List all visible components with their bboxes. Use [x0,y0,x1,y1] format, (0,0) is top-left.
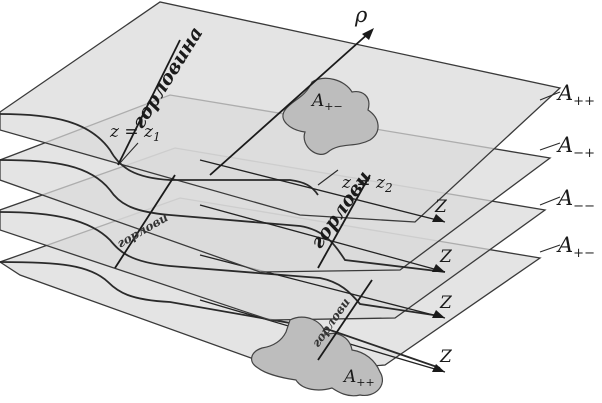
throat-pointer-2 [317,169,339,186]
throat-pointer-1 [119,142,139,164]
z-label-4: Z [439,347,453,367]
leader-a-mm [539,196,561,206]
z-arrow-2 [432,264,445,272]
blob-bottom-label: A++ [342,367,375,389]
z1-label: z = z1 [109,122,161,144]
region-blob-top [282,77,379,155]
z-axis-line-1 [199,159,446,223]
blob-top-label: A+− [310,91,343,113]
leader-a-pp [539,91,561,101]
plane-label-a-pp: A++ [556,81,595,109]
z-arrow-4 [432,364,445,372]
z-label-1: Z [434,197,448,217]
leader-a-pm [539,244,561,253]
region-blob-bottom [251,316,383,397]
rho-label: ρ [354,3,368,27]
z-label-2: Z [439,247,453,267]
rho-arrow [362,28,374,40]
rho-axis [209,31,371,176]
plane-label-a-pm: A+− [556,233,595,261]
z-arrow-1 [432,214,445,222]
z2-label: z = z2 [341,173,393,195]
throat-line-4 [317,279,373,361]
z-axis-line-2 [199,204,446,273]
throat-line-3 [317,174,371,269]
z-label-3: Z [439,293,453,313]
plane-label-a-mp: A−+ [556,133,595,161]
z-arrow-3 [432,310,445,318]
plane-label-a-mm: A−− [556,186,595,214]
throat-line-1 [117,39,181,166]
leader-a-mp [539,142,561,151]
throat-line-2 [114,174,176,269]
